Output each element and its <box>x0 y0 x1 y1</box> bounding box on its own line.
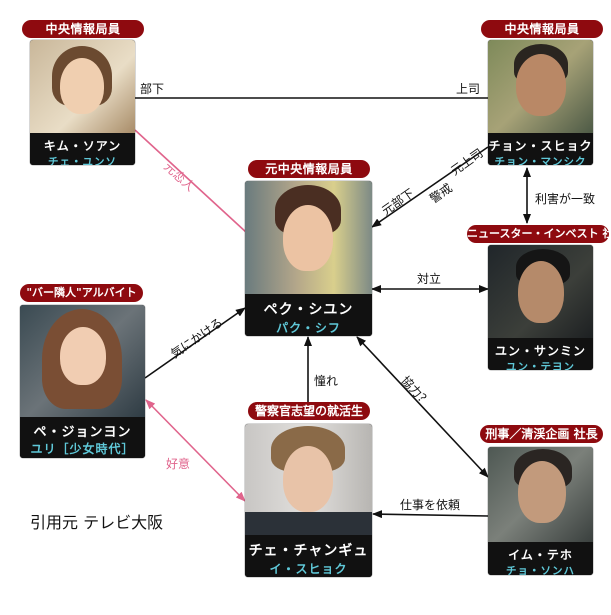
character-photo: イム・テホ チョ・ソンハ <box>488 447 593 575</box>
line-bae-choi <box>145 399 246 502</box>
character-photo: チェ・チャンギュ イ・スヒョク <box>245 424 372 577</box>
role-label: 中央情報局員 <box>22 20 144 38</box>
character-photo: ペク・シユン パク・シフ <box>245 181 372 336</box>
line-jeong-park <box>371 146 489 228</box>
actor-name: チェ・ユンソ <box>48 156 117 165</box>
character-photo: チョン・スヒョク チョン・マンシク <box>488 40 593 165</box>
actor-name: イ・スヒョク <box>269 562 348 576</box>
role-label: 元中央情報局員 <box>248 160 370 178</box>
actor-name: パク・シフ <box>276 321 341 335</box>
role-label: 警察官志望の就活生 <box>248 402 370 420</box>
role-label: 刑事／清渓企画 社長 <box>480 425 603 443</box>
character-name: ペ・ジョンヨン <box>33 425 132 440</box>
line-kim-park-ex-lover <box>134 129 248 234</box>
label-admiration: 憧れ <box>314 374 339 388</box>
source-credit: 引用元 テレビ大阪 <box>30 513 164 532</box>
role-label: 中央情報局員 <box>481 20 603 38</box>
character-photo: ユン・サンミン ユン・テヨン <box>488 245 593 370</box>
character-name: ユン・サンミン <box>494 344 586 358</box>
character-name: ペク・シユン <box>263 302 354 318</box>
actor-name: チョ・ソンハ <box>506 565 575 575</box>
role-label: "バー隣人"アルバイト <box>20 284 143 302</box>
character-name: チョン・スヒョク <box>488 139 593 153</box>
actor-name: ユリ［少女時代］ <box>30 442 135 456</box>
line-bae-park <box>144 307 246 379</box>
label-goodwill: 好意 <box>166 457 191 471</box>
character-name: チェ・チャンギュ <box>248 543 369 559</box>
label-job-request: 仕事を依頼 <box>400 498 461 512</box>
role-label: ニュースター・インベスト 社長 <box>467 225 611 243</box>
label-shared-interest: 利害が一致 <box>535 192 596 206</box>
character-photo: ペ・ジョンヨン ユリ［少女時代］ <box>20 305 145 458</box>
line-park-lim <box>356 336 489 478</box>
character-name: キム・ソアン <box>43 139 122 153</box>
actor-name: ユン・テヨン <box>506 361 575 370</box>
character-name: イム・テホ <box>508 548 573 562</box>
label-boss: 上司 <box>456 82 481 96</box>
label-conflict: 対立 <box>417 272 442 286</box>
label-subordinate: 部下 <box>140 82 165 96</box>
actor-name: チョン・マンシク <box>494 156 587 165</box>
line-lim-choi <box>372 510 489 519</box>
character-photo: キム・ソアン チェ・ユンソ <box>30 40 135 165</box>
